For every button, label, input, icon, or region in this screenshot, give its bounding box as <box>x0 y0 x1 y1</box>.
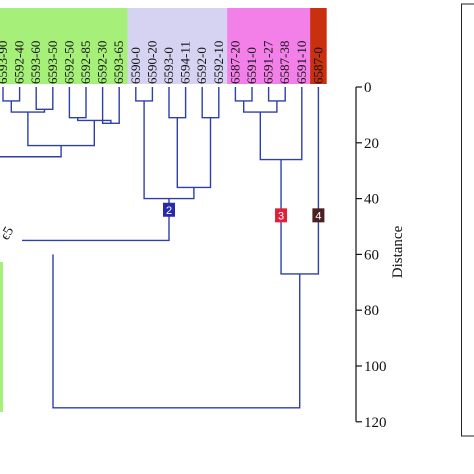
axis-tick-label: 80 <box>364 303 379 319</box>
group-color-bands <box>0 8 327 84</box>
cluster-badge-label: 3 <box>278 210 284 222</box>
band-green <box>0 8 128 84</box>
leaf-label: 6592-30 <box>95 41 110 84</box>
right-panel-frame <box>461 3 474 437</box>
branch <box>234 87 253 102</box>
leaf-label: 6592-50 <box>61 41 76 84</box>
leaf-label: 6587-20 <box>227 41 242 84</box>
leaf-label: 6591-10 <box>294 41 309 84</box>
green-legend-strip <box>0 262 3 412</box>
leaf-label: 6587-0 <box>310 47 325 84</box>
leaf-label: 6592-40 <box>12 41 27 84</box>
branch <box>52 254 301 409</box>
leaf-label: 6590-20 <box>144 41 159 84</box>
dendrogram-branches <box>0 87 320 409</box>
branch <box>267 87 286 102</box>
band-lavender <box>127 8 228 84</box>
leaf-label: 6593-90 <box>0 41 10 84</box>
branch <box>101 87 120 124</box>
leaf-label: 6592-0 <box>194 47 209 84</box>
cluster-badge-label: 2 <box>166 205 172 217</box>
branch <box>0 145 62 158</box>
branch <box>243 100 278 113</box>
branch <box>201 87 220 119</box>
axis-tick-label: 120 <box>364 415 387 431</box>
leaf-label: 6593-60 <box>28 41 43 84</box>
distance-axis-title: Distance <box>390 225 406 278</box>
distance-axis: 0 20 40 60 80 100 120 <box>355 80 387 431</box>
axis-tick-label: 20 <box>364 136 379 152</box>
branch <box>35 87 54 111</box>
branch <box>22 198 170 242</box>
leaf-label: 6590-0 <box>128 47 143 84</box>
band-red <box>310 8 327 84</box>
branch <box>168 87 187 119</box>
cluster-badge-label: 4 <box>315 210 321 222</box>
cluster-badge-3 <box>275 208 288 223</box>
leaf-label: 6593-50 <box>45 41 60 84</box>
leaf-label: 6592-10 <box>211 41 226 84</box>
branch <box>135 87 154 102</box>
cluster-badge-2 <box>163 202 175 217</box>
cluster-badges: 2 3 4 <box>163 202 325 223</box>
axis-tick-label: 40 <box>364 192 379 208</box>
branch <box>259 87 303 161</box>
leaf-label: 6587-38 <box>277 41 292 84</box>
branch <box>2 87 21 102</box>
band-pink <box>227 8 311 84</box>
axis-tick-label: 100 <box>364 359 387 375</box>
partial-cut-label: ϵ5 <box>0 224 17 242</box>
branch <box>176 117 212 189</box>
cluster-badge-4 <box>312 208 325 223</box>
leaf-label: 6594-11 <box>178 41 193 84</box>
leaf-label: 6593-65 <box>111 41 126 84</box>
axis-tick-label: 0 <box>364 80 372 96</box>
leaf-label: 6591-0 <box>244 47 259 84</box>
branch <box>68 87 87 119</box>
branch <box>280 87 320 275</box>
branch <box>10 100 46 113</box>
axis-tick-label: 60 <box>364 247 379 263</box>
leaf-label: 6593-0 <box>161 47 176 84</box>
leaf-label: 6592-85 <box>78 41 93 84</box>
leaf-label: 6591-27 <box>261 40 276 84</box>
